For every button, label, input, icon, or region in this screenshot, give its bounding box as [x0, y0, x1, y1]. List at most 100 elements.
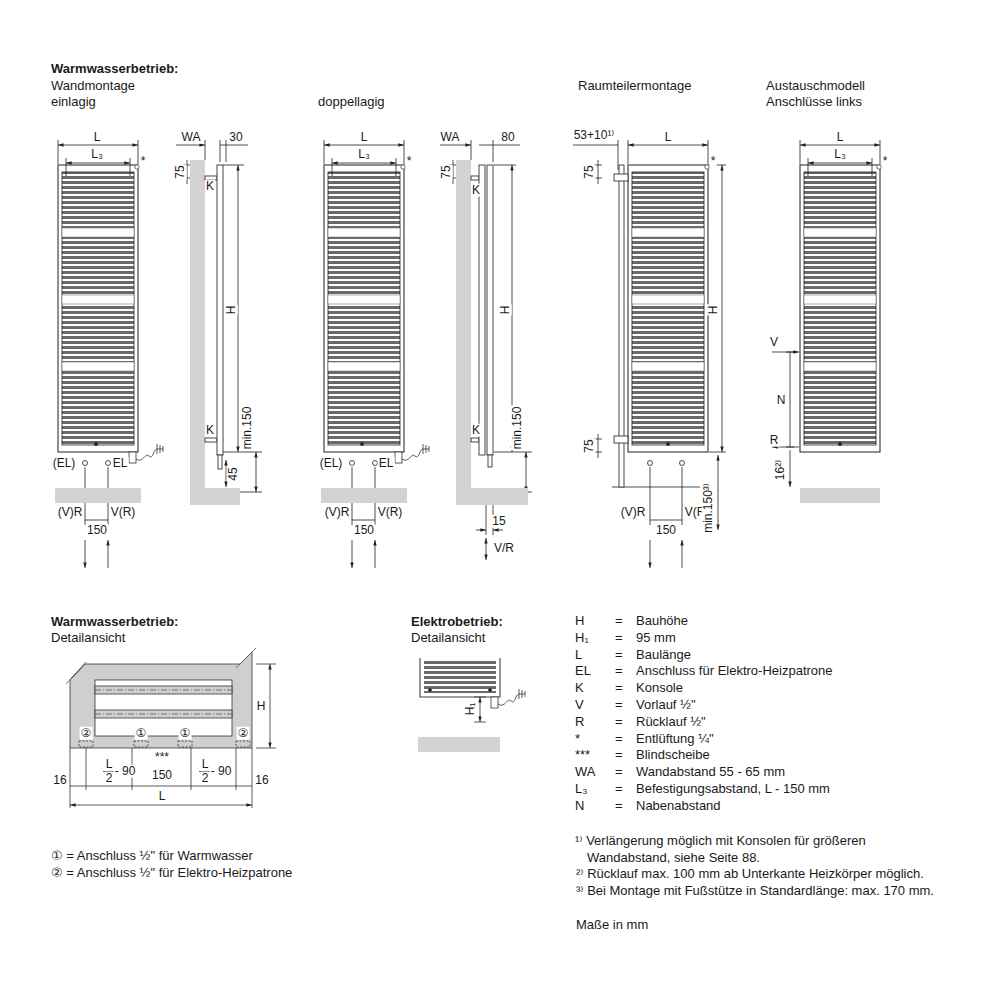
- connection-label: (EL): [52, 457, 77, 470]
- connection-label: R: [769, 434, 780, 447]
- legend-text: Entlüftung ¼": [635, 732, 715, 746]
- legend-text: Konsole: [635, 681, 684, 695]
- console-mark: K: [205, 424, 215, 437]
- legend-symbol: R: [574, 715, 585, 729]
- blind-disc-mark: ***: [154, 751, 170, 764]
- legend-symbol: N: [574, 799, 585, 813]
- legend-symbol: WA: [574, 765, 596, 779]
- legend-symbol: EL: [574, 665, 592, 679]
- legend-symbol: L: [574, 648, 583, 662]
- unit-note: Maße in mm: [575, 918, 649, 932]
- view-title: einlagig: [50, 95, 97, 109]
- legend-text: Baulänge: [635, 648, 692, 662]
- connection-label: EL: [112, 457, 129, 470]
- callout-note: ② = Anschluss ½" für Elektro-Heizpatrone: [50, 866, 293, 880]
- dimension-label: 75: [440, 164, 453, 179]
- dimension-label: 80: [500, 131, 515, 144]
- legend-equals: =: [614, 715, 624, 729]
- dimension-label: - 90: [210, 765, 233, 778]
- console-mark: K: [471, 184, 481, 197]
- dimension-label: min.150: [241, 406, 254, 451]
- dimension-label: 30: [228, 131, 243, 144]
- dimension-label: L₃: [833, 148, 847, 161]
- dimension-label: 15: [491, 515, 506, 528]
- legend-equals: =: [614, 698, 624, 712]
- callout-number: ②: [237, 727, 250, 740]
- console-mark: K: [471, 424, 481, 437]
- legend-equals: =: [614, 732, 624, 746]
- legend-text: Vorlauf ½": [635, 698, 697, 712]
- dimension-label: N: [776, 394, 787, 407]
- legend-equals: =: [614, 631, 624, 645]
- dimension-label: L₃: [90, 148, 104, 161]
- dimension-label: 53+10¹⁾: [573, 129, 616, 142]
- dimension-label: 2: [201, 772, 210, 785]
- dimension-label: L: [158, 790, 167, 803]
- connection-label: V(R): [110, 506, 137, 519]
- legend-equals: =: [614, 782, 624, 796]
- dimension-label: L: [836, 131, 845, 144]
- dimension-label: H: [499, 305, 512, 316]
- dimension-label: 16²⁾: [774, 459, 787, 481]
- view-title: Raumteilermontage: [577, 79, 692, 93]
- view-title: Austauschmodell: [765, 79, 866, 93]
- legend-equals: =: [614, 765, 624, 779]
- legend-symbol: V: [574, 698, 585, 712]
- dimension-label: 75: [583, 438, 596, 453]
- legend-text: Nabenabstand: [635, 799, 722, 813]
- legend-symbol: *: [574, 732, 581, 746]
- legend-equals: =: [614, 665, 624, 679]
- legend-equals: =: [614, 749, 624, 763]
- connection-label: V: [769, 336, 779, 349]
- view-title: Detailansicht: [50, 631, 126, 645]
- legend-symbol: ***: [574, 749, 591, 763]
- dimension-label: L₃: [357, 148, 371, 161]
- footnote: ²⁾ Rücklauf max. 100 mm ab Unterkante He…: [575, 867, 925, 881]
- dimension-label: min.150: [511, 406, 524, 451]
- footnote: ³⁾ Bei Montage mit Fußstütze in Standard…: [575, 884, 935, 898]
- view-title: Wandmontage: [50, 79, 136, 93]
- dimension-label: 16: [52, 774, 67, 787]
- dimension-label: L: [360, 131, 369, 144]
- dimension-label: - 90: [114, 765, 137, 778]
- dimension-label: H: [256, 700, 267, 713]
- callout-number: ①: [135, 727, 148, 740]
- legend-text: Bauhöhe: [635, 614, 689, 628]
- view-title: Anschlüsse links: [765, 95, 863, 109]
- connection-label: (V)R: [57, 506, 84, 519]
- dimension-label: 150: [655, 524, 677, 537]
- footnote: ¹⁾ Verlängerung möglich mit Konsolen für…: [575, 832, 918, 866]
- dimension-label: H: [707, 305, 720, 316]
- view-title: doppellagig: [317, 95, 386, 109]
- dimension-label: 150: [151, 769, 173, 782]
- dimension-label: L: [664, 131, 673, 144]
- legend-text: Rücklauf ½": [635, 715, 707, 729]
- legend-text: Wandabstand 55 - 65 mm: [635, 765, 786, 779]
- dimension-label: WA: [440, 131, 461, 144]
- callout-note: ① = Anschluss ½" für Warmwasser: [50, 849, 254, 863]
- dimension-label: L: [201, 758, 210, 771]
- connection-label: (V)R: [620, 506, 647, 519]
- vent-mark: *: [882, 155, 889, 168]
- console-mark: K: [205, 180, 215, 193]
- legend-text: Blindscheibe: [635, 749, 711, 763]
- vent-mark: *: [140, 155, 147, 168]
- callout-number: ②: [80, 727, 93, 740]
- dimension-label: WA: [181, 131, 202, 144]
- dimension-label: 150: [86, 524, 108, 537]
- legend-symbol: H₁: [574, 631, 590, 645]
- legend-symbol: L₃: [574, 782, 589, 796]
- connection-label: V(R): [377, 506, 404, 519]
- legend-equals: =: [614, 648, 624, 662]
- dimension-label: 2: [105, 772, 114, 785]
- legend-equals: =: [614, 614, 624, 628]
- legend-equals: =: [614, 799, 624, 813]
- legend-symbol: H: [574, 614, 585, 628]
- dimension-label: L: [93, 131, 102, 144]
- dimension-label: 45: [227, 466, 240, 481]
- legend-text: Befestigungsabstand, L - 150 mm: [635, 782, 831, 796]
- dimension-label: H₁: [464, 702, 477, 717]
- connection-label: (V)R: [324, 506, 351, 519]
- connection-label: (EL): [319, 457, 344, 470]
- dimension-label: 150: [353, 524, 375, 537]
